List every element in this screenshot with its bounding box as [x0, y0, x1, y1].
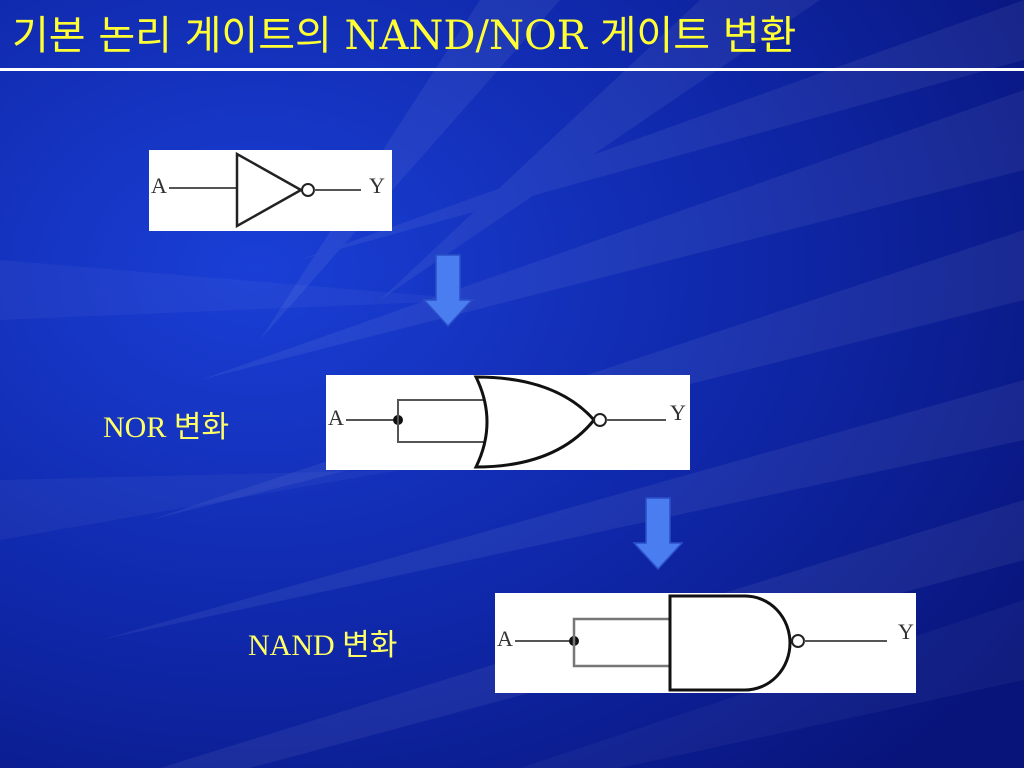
nor-gate-diagram: A Y	[328, 375, 686, 469]
nand-gate-input-label: A	[497, 626, 513, 651]
nor-gate-panel: A Y	[326, 375, 690, 470]
nand-gate-bubble	[791, 634, 805, 648]
nor-gate-body	[473, 375, 596, 469]
nor-gate-upper-branch	[397, 399, 484, 420]
nand-gate-diagram: A Y	[497, 594, 914, 692]
nor-gate-input-label: A	[328, 405, 344, 430]
not-gate-panel: A Y	[149, 150, 392, 231]
nand-gate-upper-branch	[572, 617, 670, 641]
nand-gate-lower-branch	[572, 641, 670, 668]
nand-label: NAND 변화	[248, 629, 398, 662]
down-arrow-icon	[632, 497, 684, 571]
nor-label: NOR 변화	[103, 411, 230, 444]
down-arrow-icon	[422, 254, 474, 328]
nand-gate-panel: A Y	[495, 593, 916, 693]
not-gate-output-label: Y	[369, 173, 385, 198]
not-gate-input-label: A	[151, 173, 167, 198]
not-gate-bubble	[301, 183, 315, 197]
not-gate-diagram: A Y	[151, 151, 385, 229]
not-gate-triangle	[235, 151, 304, 229]
title-underline	[0, 68, 1024, 71]
slide-title: 기본 논리 게이트의 NAND/NOR 게이트 변환	[12, 13, 797, 59]
nand-gate-output-label: Y	[898, 619, 914, 644]
nand-gate-body	[668, 594, 792, 692]
nor-gate-bubble	[593, 413, 607, 427]
nor-gate-output-label: Y	[670, 400, 686, 425]
nor-gate-lower-branch	[397, 420, 484, 443]
